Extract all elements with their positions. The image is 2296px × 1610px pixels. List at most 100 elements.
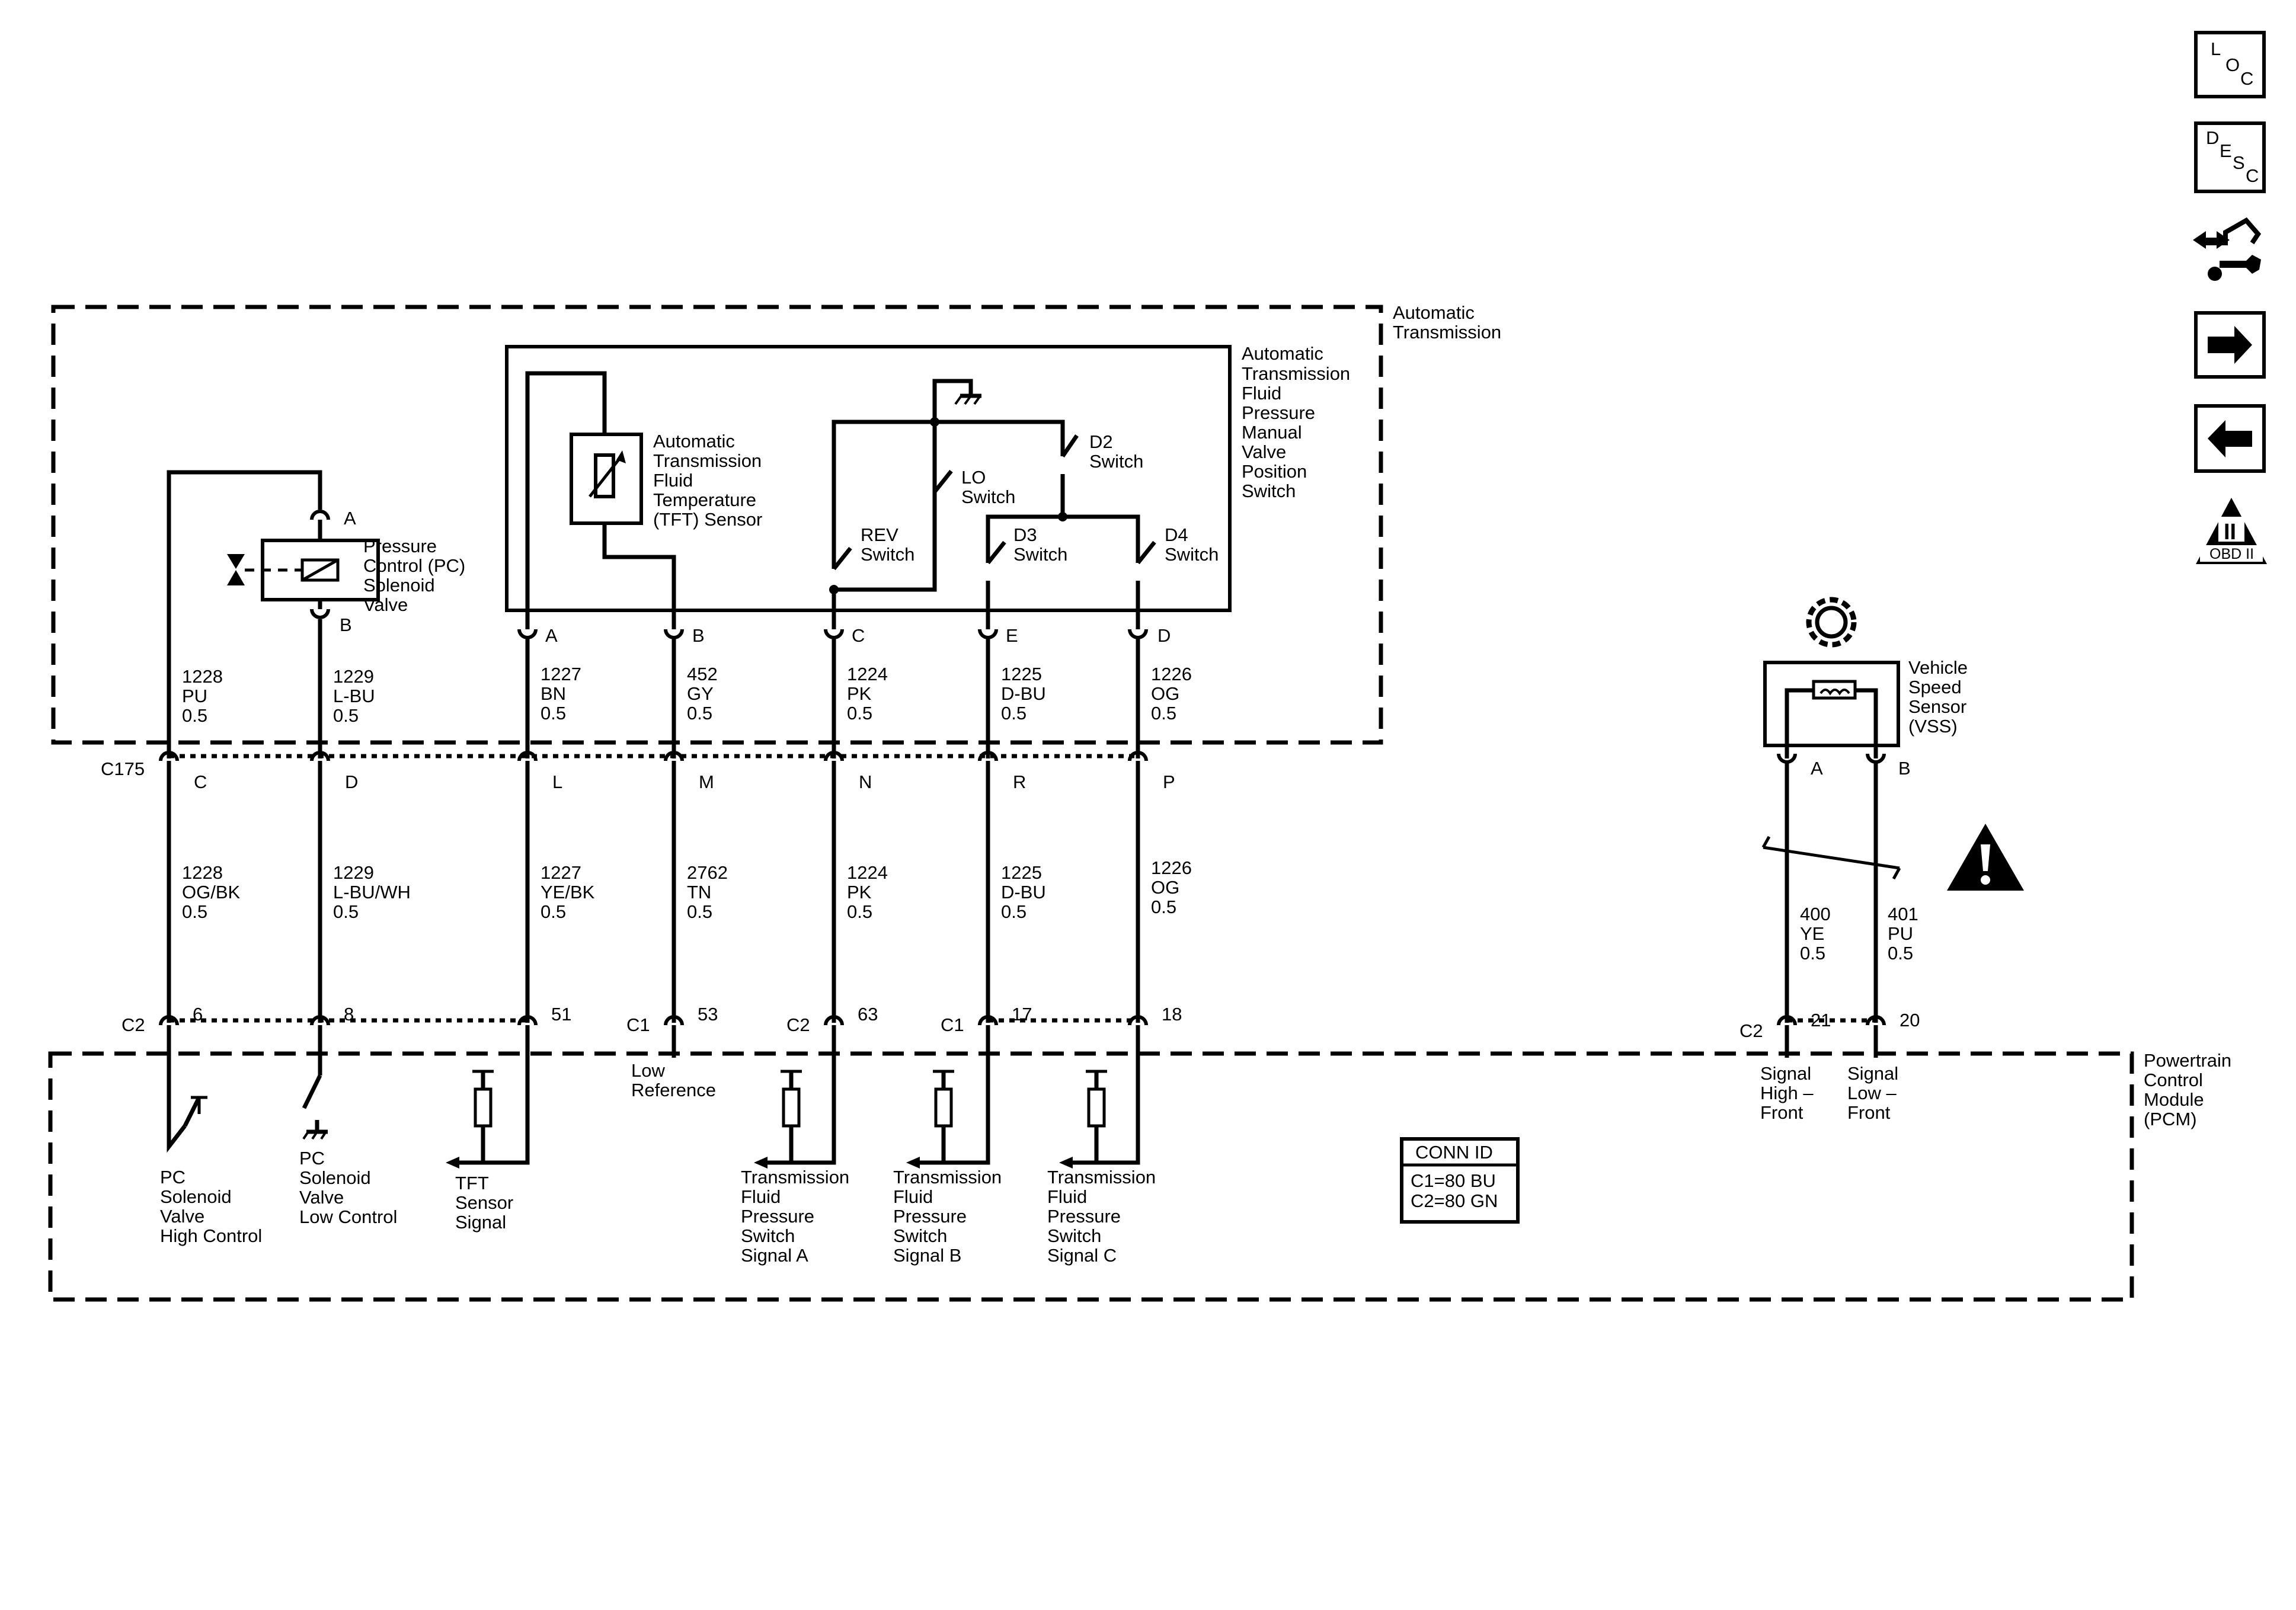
pcm-pin-number: 51 [551,1004,571,1025]
switch-network [829,379,1156,625]
wires [167,520,1878,1034]
loc-icon-letter: L [2211,39,2221,59]
vehicle-speed-sensor [1763,661,1900,758]
twisted-pair-marker [1763,846,1900,870]
c175-pin [517,751,538,761]
conn-id-table: CONN ID C1=80 BU C2=80 GN [1400,1137,1520,1224]
c175-pin-letter: R [1013,772,1026,792]
pcm-pin-number: 6 [193,1004,203,1025]
solenoid-pin-b [310,609,330,619]
pin-sw-c: C [852,625,865,646]
pcm-internal-circuits [167,1034,1878,1169]
vss-pin [1777,753,1797,764]
pin-sw-a: A [545,625,558,646]
switch-box-pin [664,629,684,639]
pcm-pin [310,1015,330,1026]
c175-pin-letter: P [1163,772,1175,792]
pin-sw-e: E [1006,625,1018,646]
switch-box-pin [1128,629,1148,639]
c175-pin [824,751,844,761]
desc-icon-letter: S [2233,152,2245,173]
pcm-connector-name: C1 [626,1014,650,1035]
c175-pin-letter: M [699,772,714,792]
conn-id-row-1: C1=80 BU [1411,1170,1496,1191]
warning-icon [1947,824,2024,891]
c175-pin-letter: C [194,772,207,792]
manual-valve-position-switch-box [505,345,1232,612]
pcm-circuit-signal-b: Transmission Fluid Pressure Switch Signa… [893,1167,1007,1266]
desc-icon-letter: D [2206,127,2219,148]
automatic-transmission-label: Automatic Transmission [1393,302,1501,343]
switch-box-pin [978,629,998,639]
obd-ii-icon[interactable]: II OBD II [2196,498,2267,564]
pcm-pin [824,1015,844,1026]
pcm-pin [1777,1015,1797,1026]
arrow-left-icon[interactable] [2194,404,2266,473]
pcm-circuit-low-reference: Low Reference [631,1060,716,1100]
arrow-right-icon[interactable] [2194,311,2266,379]
vss-pin [1866,753,1886,764]
gear-icon [1806,597,1857,648]
desc-icon[interactable]: D E S C [2194,121,2266,193]
c175-pin [310,751,330,761]
pcm-pin-number: 53 [698,1004,718,1025]
pc-solenoid-label: Pressure Control (PC) Solenoid Valve [363,536,471,615]
pcm-pin-number: 21 [1811,1010,1831,1030]
pin-sw-b: B [692,625,705,646]
switch-box-pin [517,629,538,639]
conn-id-title: CONN ID [1415,1142,1493,1163]
tft-sensor [525,371,676,625]
pcm-circuit-signal-high-front: Signal High – Front [1760,1063,1818,1123]
pin-vss-b: B [1898,758,1911,779]
pcm-pin-number: 8 [344,1004,354,1025]
solenoid-pin-a [310,510,330,520]
automatic-transmission-box [51,305,1383,745]
c175-label: C175 [101,758,145,779]
pcm-pin-number: 20 [1900,1010,1920,1030]
pcm-pin [978,1015,998,1026]
c175-pin [1128,751,1148,761]
pcm-circuit-pc-high: PC Solenoid Valve High Control [160,1167,262,1246]
pcm-connector-name: C1 [941,1014,964,1035]
pcm-circuit-pc-low: PC Solenoid Valve Low Control [299,1148,397,1227]
pin-vss-a: A [1811,758,1823,779]
pcm-circuit-tft-signal: TFT Sensor Signal [455,1173,519,1233]
manual-valve-switch-label: Automatic Transmission Fluid Pressure Ma… [1242,343,1355,501]
pcm-pin-number: 17 [1012,1004,1032,1025]
c175-pin-letter: L [552,772,562,792]
obd-ii-roman: II [2224,520,2236,545]
pcm-connector-name: C2 [121,1014,145,1035]
connector-pins [159,510,1886,1026]
desc-icon-letter: C [2246,165,2259,186]
connector-wrench-icon[interactable] [2193,217,2262,281]
loc-icon-letter: O [2225,55,2240,75]
pcm-connector-name: C2 [786,1014,810,1035]
pcm-pin [1866,1015,1886,1026]
loc-icon[interactable]: L O C [2194,31,2266,98]
loc-icon-letter: C [2240,68,2253,89]
pcm-pin [517,1015,538,1026]
pin-sol-b: B [340,614,352,635]
pcm-label: Powertrain Control Module (PCM) [2144,1050,2237,1129]
pcm-circuit-signal-c: Transmission Fluid Pressure Switch Signa… [1047,1167,1161,1266]
pcm-pin-number: 63 [858,1004,878,1025]
vss-label: Vehicle Speed Sensor (VSS) [1908,657,1973,737]
c175-pin [159,751,179,761]
switch-box-pin [824,629,844,639]
c175-pin [664,751,684,761]
